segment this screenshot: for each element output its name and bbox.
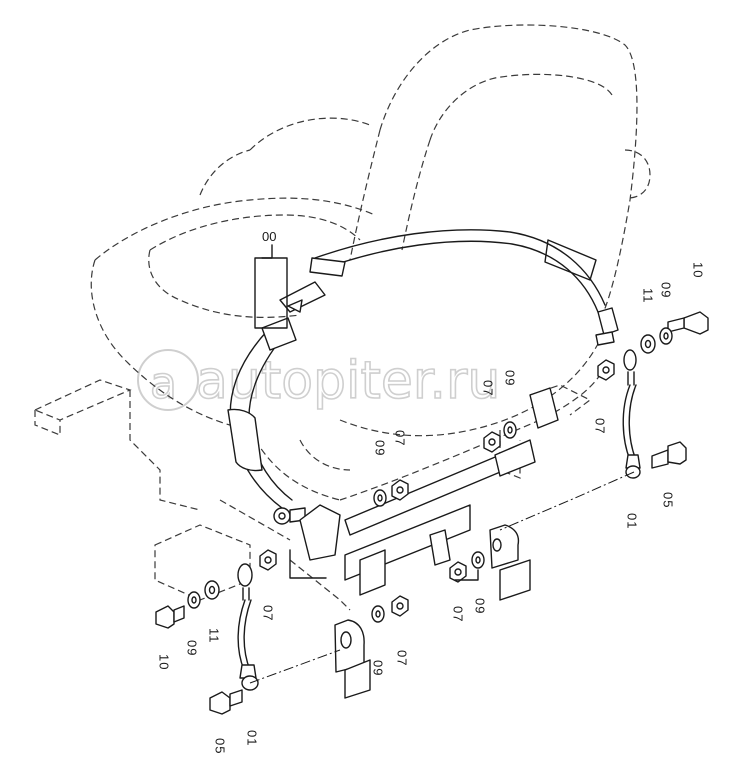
left-side-parts [155, 549, 409, 715]
bolt-icon [651, 449, 669, 469]
callout-09-top: 09 [659, 282, 674, 298]
callout-11-top: 11 [641, 288, 656, 304]
callout-09-bottom-right: 09 [473, 598, 488, 614]
bracket-icon [489, 524, 520, 569]
seat-outline [33, 24, 651, 611]
bolt-icon [155, 605, 175, 629]
right-side-parts [373, 311, 709, 601]
watermark-text: autopiter.ru [196, 351, 500, 411]
callout-07-mid: 07 [481, 380, 496, 396]
callout-07-bottom-right: 07 [451, 606, 466, 622]
callout-09-mid: 09 [503, 370, 518, 386]
cable-terminal-icon [623, 349, 637, 371]
callout-09-left: 09 [185, 640, 200, 656]
callout-10-top: 10 [691, 262, 706, 278]
callout-07-bottom-mid: 07 [395, 650, 410, 666]
leader-lines [249, 471, 635, 684]
callout-09-bottom-mid: 09 [371, 660, 386, 676]
callout-11-left: 11 [207, 628, 222, 644]
cable-terminal-icon [237, 563, 253, 587]
callout-09-center: 09 [373, 440, 388, 456]
watermark: a autopiter.ru [137, 349, 501, 412]
bolt-icon [209, 691, 231, 715]
callout-10-left: 10 [157, 654, 172, 670]
callout-07-right: 07 [593, 418, 608, 434]
callout-01-right: 01 [625, 513, 640, 529]
callout-07-left: 07 [261, 605, 276, 621]
bolt-icon [683, 311, 709, 335]
callout-07-center: 07 [393, 430, 408, 446]
callout-05-right: 05 [661, 492, 676, 508]
callout-05-left: 05 [213, 738, 228, 754]
callout-01-left: 01 [245, 730, 260, 746]
seat-rails [299, 387, 559, 596]
svg-text:a: a [150, 358, 177, 409]
callout-00: 00 [262, 229, 276, 244]
callout-labels: 00 10 09 11 07 05 01 07 09 09 07 07 09 0… [157, 229, 706, 754]
